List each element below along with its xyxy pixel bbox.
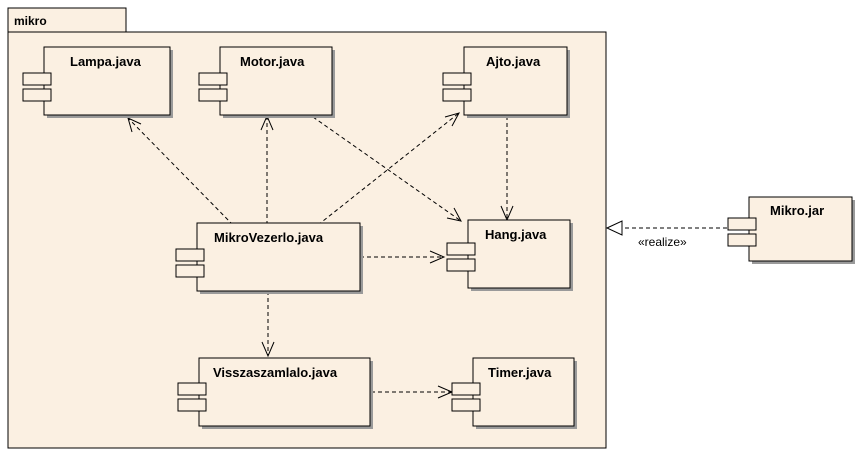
component-port-top (22, 72, 52, 86)
realize-triangle (605, 220, 623, 236)
component-port-bottom (175, 264, 205, 278)
dep-motor-hang (312, 116, 462, 222)
component-port-top (177, 382, 207, 396)
component-port-bottom (177, 398, 207, 412)
component-name: Visszaszamlalo.java (213, 365, 338, 380)
component-name: Motor.java (240, 54, 305, 69)
arrowhead-ajto (444, 112, 461, 127)
component-port-bottom (727, 233, 757, 247)
component-port-bottom (446, 258, 476, 272)
component-mikrojar[interactable]: Mikro.jar (727, 196, 855, 264)
dep-mikrovezerlo-lampa (127, 117, 234, 226)
component-lampa[interactable]: Lampa.java (22, 46, 173, 118)
component-name: Lampa.java (70, 54, 142, 69)
package-tab (7, 7, 127, 33)
component-visszaszamlalo[interactable]: Visszaszamlalo.java (177, 357, 373, 429)
dep-mikrovezerlo-ajto (317, 112, 460, 226)
component-timer[interactable]: Timer.java (451, 357, 577, 429)
component-name: Hang.java (485, 227, 547, 242)
component-name: Timer.java (488, 365, 552, 380)
realize-stereotype-label: «realize» (638, 235, 687, 249)
component-name: Mikro.jar (770, 203, 824, 218)
arrowhead-motor-hang (446, 207, 462, 222)
package-name: mikro (14, 14, 47, 28)
component-ajto[interactable]: Ajto.java (442, 46, 570, 118)
component-port-top (198, 72, 228, 86)
arrowhead-visszaszamlalo (261, 341, 275, 358)
component-port-top (175, 248, 205, 262)
component-port-top (446, 242, 476, 256)
component-hang[interactable]: Hang.java (446, 219, 573, 291)
arrowhead-mv-hang (429, 250, 446, 264)
component-port-top (727, 217, 757, 231)
component-port-bottom (198, 88, 228, 102)
component-mikrovezerlo[interactable]: MikroVezerlo.java (175, 222, 363, 294)
component-port-top (442, 72, 472, 86)
component-name: Ajto.java (486, 54, 541, 69)
component-port-top (451, 382, 481, 396)
component-port-bottom (442, 88, 472, 102)
component-name: MikroVezerlo.java (214, 230, 324, 245)
component-port-bottom (451, 398, 481, 412)
component-port-bottom (22, 88, 52, 102)
component-motor[interactable]: Motor.java (198, 46, 335, 118)
